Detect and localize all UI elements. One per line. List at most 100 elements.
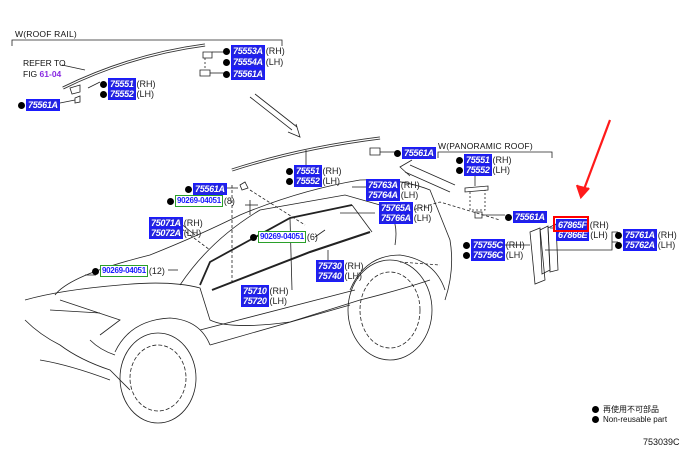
part-number[interactable]: 75756C: [471, 249, 505, 261]
side-suffix: (LH): [183, 228, 202, 238]
part-number[interactable]: 75551: [464, 154, 492, 166]
part-number[interactable]: 75554A: [231, 56, 265, 68]
part-label[interactable]: 75720(LH): [241, 295, 287, 307]
panoramic-roof-bracket: [437, 151, 553, 158]
part-label[interactable]: 75740(LH): [316, 270, 362, 282]
part-number[interactable]: 75552: [464, 164, 492, 176]
refer-text: REFER TO: [23, 58, 66, 68]
legend-jp-text: 再使用不可部品: [603, 405, 659, 414]
side-suffix: (RH): [136, 79, 156, 89]
section-title-panoramic-roof: W(PANORAMIC ROOF): [438, 141, 533, 151]
non-reusable-dot-icon: [18, 101, 25, 109]
part-label[interactable]: 75552(LH): [100, 88, 154, 100]
side-suffix: (RH): [344, 261, 364, 271]
part-number[interactable]: 75553A: [231, 45, 265, 57]
clip-label[interactable]: 90269-04051(8): [167, 195, 235, 207]
non-reusable-dot-icon: [592, 406, 599, 413]
non-reusable-dot-icon: [394, 149, 401, 157]
part-number[interactable]: 75551: [108, 78, 136, 90]
part-label[interactable]: 75552(LH): [286, 175, 340, 187]
clip-part-number[interactable]: 90269-04051: [175, 195, 223, 207]
part-number[interactable]: 75561A: [402, 147, 436, 159]
non-reusable-dot-icon: [463, 251, 470, 259]
clip-part-number[interactable]: 90269-04051: [258, 231, 306, 243]
part-number[interactable]: 75552: [294, 175, 322, 187]
part-label[interactable]: 75764A(LH): [366, 189, 418, 201]
side-suffix: (LH): [269, 296, 288, 306]
red-arrow: [581, 119, 612, 193]
part-label[interactable]: 75561A: [185, 183, 227, 195]
non-reusable-dot-icon: [592, 416, 599, 423]
part-label[interactable]: 75766A(LH): [379, 212, 431, 224]
part-label[interactable]: 75551(RH): [100, 78, 156, 90]
part-label[interactable]: 75071A(RH): [149, 217, 203, 229]
part-number[interactable]: 75762A: [623, 239, 657, 251]
part-number[interactable]: 75561A: [193, 183, 227, 195]
part-label[interactable]: 67866E(LH): [556, 229, 608, 241]
part-label[interactable]: 75553A(RH): [223, 45, 285, 57]
roof-rail-bracket: [11, 39, 283, 46]
part-label[interactable]: 75561A: [394, 147, 436, 159]
part-label[interactable]: 75551(RH): [286, 165, 342, 177]
part-number[interactable]: 75561A: [231, 68, 265, 80]
side-suffix: (LH): [265, 57, 284, 67]
part-label[interactable]: 75561A: [505, 211, 547, 223]
non-reusable-dot-icon: [456, 156, 463, 164]
non-reusable-dot-icon: [463, 241, 470, 249]
legend-jp: 再使用不可部品: [592, 404, 659, 415]
part-label[interactable]: 75552(LH): [456, 164, 510, 176]
part-label[interactable]: 75554A(LH): [223, 56, 283, 68]
non-reusable-dot-icon: [286, 167, 293, 175]
side-suffix: (LH): [344, 271, 363, 281]
car-roofline: [54, 179, 453, 301]
part-number[interactable]: 67866E: [556, 229, 590, 241]
side-suffix: (LH): [136, 89, 155, 99]
non-reusable-dot-icon: [100, 80, 107, 88]
side-suffix: (RH): [413, 203, 433, 213]
non-reusable-dot-icon: [456, 166, 463, 174]
non-reusable-dot-icon: [505, 213, 512, 221]
part-number[interactable]: 75740: [316, 270, 344, 282]
quantity: (12): [148, 266, 165, 276]
legend-en-text: Non-reusable part: [603, 415, 668, 424]
side-suffix: (RH): [183, 218, 203, 228]
part-label[interactable]: 75756C(LH): [463, 249, 523, 261]
part-label[interactable]: 75561A: [223, 68, 265, 80]
non-reusable-dot-icon: [100, 90, 107, 98]
part-number[interactable]: 75720: [241, 295, 269, 307]
part-number[interactable]: 75764A: [366, 189, 400, 201]
fig-link[interactable]: 61-04: [39, 69, 62, 79]
part-number[interactable]: 75561A: [513, 211, 547, 223]
part-number[interactable]: 75552: [108, 88, 136, 100]
non-reusable-dot-icon: [286, 177, 293, 185]
side-suffix: (LH): [400, 190, 419, 200]
figure-id: 753039C: [643, 437, 680, 447]
side-suffix: (RH): [322, 166, 342, 176]
part-label[interactable]: 75072A(LH): [149, 227, 201, 239]
clip-label[interactable]: 90269-04051(6): [250, 231, 318, 243]
rear-wheel: [347, 259, 433, 361]
section-title-roof-rail: W(ROOF RAIL): [15, 29, 77, 39]
side-suffix: (RH): [269, 286, 289, 296]
refer-to-note: REFER TO FIG 61-04: [23, 58, 66, 80]
part-number[interactable]: 75561A: [26, 99, 60, 111]
refer-fig-prefix: FIG: [23, 69, 40, 79]
side-suffix: (RH): [492, 155, 512, 165]
clip-part-number[interactable]: 90269-04051: [100, 265, 148, 277]
refer-fig: FIG 61-04: [23, 69, 66, 80]
part-label[interactable]: 75762A(LH): [615, 239, 675, 251]
non-reusable-dot-icon: [223, 47, 230, 55]
part-number[interactable]: 75072A: [149, 227, 183, 239]
part-number[interactable]: 75766A: [379, 212, 413, 224]
part-label[interactable]: 75561A: [18, 99, 60, 111]
part-label[interactable]: 75551(RH): [456, 154, 512, 166]
non-reusable-dot-icon: [167, 197, 174, 205]
side-suffix: (RH): [657, 230, 677, 240]
clip-label[interactable]: 90269-04051(12): [92, 265, 165, 277]
side-suffix: (RH): [400, 180, 420, 190]
quantity: (8): [223, 196, 235, 206]
quantity: (6): [306, 232, 318, 242]
side-suffix: (LH): [657, 240, 676, 250]
part-label[interactable]: 75761A(RH): [615, 229, 677, 241]
